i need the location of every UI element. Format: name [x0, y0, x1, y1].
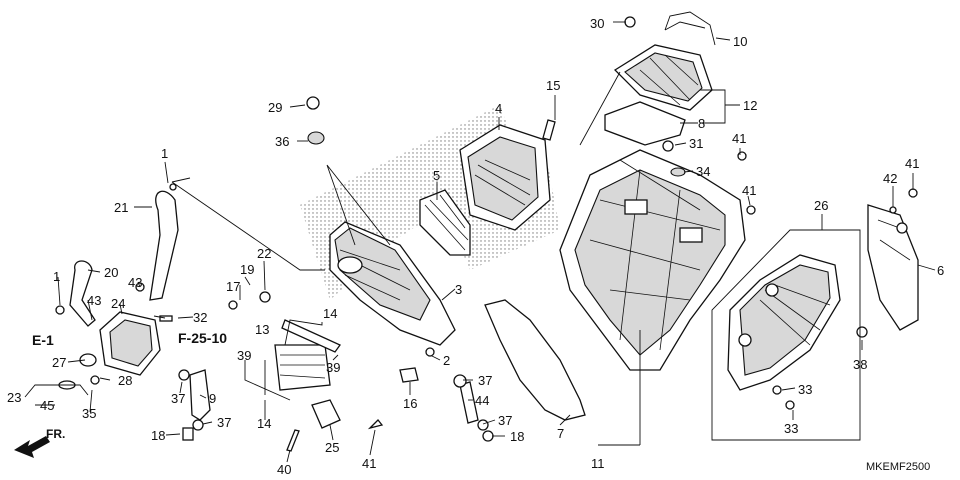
housing-seal: [484, 299, 586, 421]
label-10: 10: [733, 34, 747, 49]
label-14b: 14: [257, 416, 271, 431]
label-16: 16: [403, 396, 417, 411]
air-cleaner-case: [329, 221, 456, 346]
label-13: 13: [255, 322, 269, 337]
label-44: 44: [475, 393, 489, 408]
label-26: 26: [814, 198, 828, 213]
side-plate: [867, 204, 919, 331]
ref-e1: E-1: [32, 332, 54, 348]
label-7: 7: [557, 426, 564, 441]
label-37a: 37: [478, 373, 492, 388]
label-37d: 37: [217, 415, 231, 430]
side-cover: [727, 254, 841, 391]
label-27: 27: [52, 355, 66, 370]
label-1b: 1: [53, 269, 60, 284]
label-41b: 41: [742, 183, 756, 198]
label-45: 45: [40, 398, 54, 413]
air-intake-duct: [613, 44, 713, 111]
label-30: 30: [590, 16, 604, 31]
label-11: 11: [591, 456, 605, 471]
label-1a: 1: [161, 146, 168, 161]
breather-hose-21: [149, 190, 179, 301]
label-42: 42: [883, 171, 897, 186]
fr-label: FR.: [46, 427, 65, 441]
label-41a: 41: [732, 131, 746, 146]
stay-16: [399, 367, 419, 383]
label-20: 20: [104, 265, 118, 280]
label-23: 23: [7, 390, 21, 405]
label-6: 6: [937, 263, 944, 278]
label-39b: 39: [326, 360, 340, 375]
label-9: 9: [209, 391, 216, 406]
label-37c: 37: [171, 391, 185, 406]
label-35: 35: [82, 406, 96, 421]
label-41d: 41: [362, 456, 376, 471]
label-40: 40: [277, 462, 291, 477]
label-34: 34: [696, 164, 710, 179]
ref-f2510: F-25-10: [178, 330, 227, 346]
label-18a: 18: [510, 429, 524, 444]
label-32: 32: [193, 310, 207, 325]
valve-14-13: [274, 319, 341, 391]
canister-24: [79, 311, 161, 376]
label-43a: 43: [128, 275, 142, 290]
label-39a: 39: [237, 348, 251, 363]
label-36: 36: [275, 134, 289, 149]
label-38: 38: [853, 357, 867, 372]
label-21: 21: [114, 200, 128, 215]
label-2: 2: [443, 353, 450, 368]
label-12: 12: [743, 98, 757, 113]
label-29: 29: [268, 100, 282, 115]
leader-lines: [24, 21, 936, 463]
label-28: 28: [118, 373, 132, 388]
front-direction-arrow: [14, 436, 50, 458]
collar-44: [459, 381, 479, 424]
air-cleaner-housing: [559, 149, 746, 371]
label-8: 8: [698, 116, 705, 131]
label-19: 19: [240, 262, 254, 277]
label-3: 3: [455, 282, 462, 297]
label-31: 31: [689, 136, 703, 151]
label-41c: 41: [905, 156, 919, 171]
label-33a: 33: [798, 382, 812, 397]
label-43b: 43: [87, 293, 101, 308]
duct-seal: [604, 101, 686, 146]
label-5: 5: [433, 168, 440, 183]
part-labels: 30 10 12 8 15 4 5 29 36 31 34 41 41 41 4…: [7, 16, 944, 477]
retaining-clip: [664, 11, 716, 46]
filter-cage: [419, 189, 471, 256]
label-24: 24: [111, 296, 125, 311]
label-37b: 37: [498, 413, 512, 428]
air-filter-element: [459, 124, 551, 231]
label-22: 22: [257, 246, 271, 261]
label-14a: 14: [323, 306, 337, 321]
label-18b: 18: [151, 428, 165, 443]
valve-25: [311, 399, 341, 429]
label-15: 15: [546, 78, 560, 93]
breather-hose-20: [69, 260, 96, 327]
label-25: 25: [325, 440, 339, 455]
diagram-code: MKEMF2500: [866, 461, 930, 473]
label-17: 17: [226, 279, 240, 294]
label-33b: 33: [784, 421, 798, 436]
label-4: 4: [495, 101, 502, 116]
